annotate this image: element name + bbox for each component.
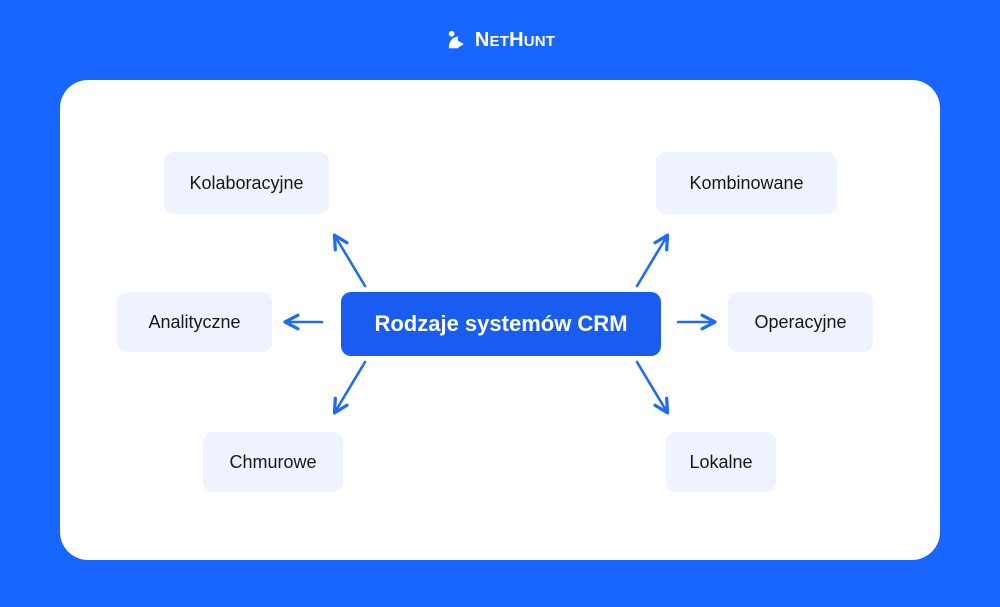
brand-letters-et: ET — [489, 33, 510, 50]
brand-letters-unt: UNT — [523, 33, 556, 50]
diagram-card: Kolaboracyjne Kombinowane Analityczne Op… — [60, 80, 940, 560]
arrow-to-lokalne — [635, 360, 667, 412]
node-center-label: Rodzaje systemów CRM — [374, 311, 628, 336]
node-operacyjne[interactable]: Operacyjne — [728, 292, 873, 352]
node-kolaboracyjne[interactable]: Kolaboracyjne — [164, 152, 329, 214]
node-lokalne[interactable]: Lokalne — [666, 432, 776, 492]
node-label: Kolaboracyjne — [189, 173, 304, 193]
nethunt-logo-icon — [448, 30, 464, 49]
node-label: Chmurowe — [229, 452, 317, 472]
node-center-rodzaje-systemow-crm[interactable]: Rodzaje systemów CRM — [341, 292, 661, 356]
node-label: Analityczne — [148, 312, 241, 332]
brand-letter-n: N — [474, 29, 490, 51]
node-label: Lokalne — [689, 452, 753, 472]
brand-letter-h: H — [509, 29, 524, 51]
arrow-to-kombinowane — [635, 236, 667, 288]
node-analityczne[interactable]: Analityczne — [117, 292, 272, 352]
node-chmurowe[interactable]: Chmurowe — [203, 432, 343, 492]
node-kombinowane[interactable]: Kombinowane — [656, 152, 837, 214]
node-label: Operacyjne — [754, 312, 847, 332]
node-label: Kombinowane — [689, 173, 804, 193]
crm-types-diagram: Kolaboracyjne Kombinowane Analityczne Op… — [60, 80, 940, 560]
arrow-to-kolaboracyjne — [335, 236, 367, 288]
arrow-to-chmurowe — [335, 360, 367, 412]
